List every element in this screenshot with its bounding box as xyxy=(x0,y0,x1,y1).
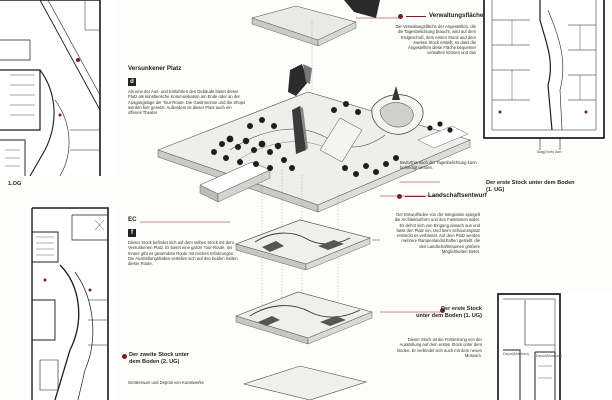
floor-plan-depot xyxy=(495,290,612,400)
zweite-ug-title-line2: dem Boden (2. UG) xyxy=(129,358,180,365)
verwaltung-title: Verwaltungsfläche xyxy=(429,12,484,19)
plan-room-caption: Drag(Vorh) Atm xyxy=(536,150,562,154)
marker-dot xyxy=(398,13,403,19)
erste-ug-title-line1: Der erste Stock xyxy=(440,306,482,312)
landschaft-text: Der Entwurfsidee von der Integration spi… xyxy=(394,212,480,255)
plan-label-1ug: Der erste Stock unter dem Boden (1. UG) xyxy=(486,180,606,193)
floor-plan-2ug xyxy=(30,205,116,400)
erste-ug-title-line2: unter dem Boden (1. UG) xyxy=(416,312,482,319)
depot-caption-a: Depot(Museum) xyxy=(503,352,529,356)
label-versunken: Versunkener Platz xyxy=(128,65,182,73)
label-zweite-ug xyxy=(122,354,127,359)
marker-line xyxy=(405,195,425,197)
zweite-ug-text: Geräteraum und Depots von Kunstwerks xyxy=(128,380,204,385)
label-ec: EC xyxy=(128,216,137,224)
verwaltung-text: Die Verwaltungsfläche der Angestellten, … xyxy=(395,24,476,56)
ec-badge: f xyxy=(128,229,136,237)
plan-label-1og: 1.OG xyxy=(8,181,22,187)
plan-label-1ug-line1: Der erste Stock unter dem Boden xyxy=(486,180,575,186)
erste-ug-text: Dieser Stock ist die Fortsetzung von der… xyxy=(397,337,482,358)
marker-dot xyxy=(440,308,445,313)
bodennis-text: Bedürfnis nach der Tagesbelichtung kann … xyxy=(400,160,477,171)
marker-dot xyxy=(122,354,127,359)
versunken-badge: d xyxy=(128,78,136,86)
label-verwaltung: Verwaltungsfläche xyxy=(398,12,484,20)
landschaft-title: Landschaftsentwurf xyxy=(428,192,487,199)
floor-plan-1ug xyxy=(482,0,606,150)
versunken-text: Als eine der Aus- und Einfahrten des Geb… xyxy=(128,89,246,116)
marker-dot xyxy=(397,193,402,199)
zweite-ug-title: Der zweite Stock unter dem Boden (2. UG) xyxy=(129,352,229,365)
label-erste-ug xyxy=(440,308,445,313)
marker-line xyxy=(406,15,426,17)
ec-text: Dieser Stock befindet sich auf dem selbe… xyxy=(128,240,238,267)
floor-plan-1og xyxy=(0,0,116,177)
erste-ug-title: Der erste Stock unter dem Boden (1. UG) xyxy=(412,306,482,319)
label-landschaft: Landschaftsentwurf xyxy=(397,192,487,200)
depot-caption-b: Depot(Museum) xyxy=(536,354,562,358)
site-model xyxy=(157,0,471,400)
ec-title: EC xyxy=(128,216,137,223)
plan-label-1ug-line2: (1. UG) xyxy=(486,186,505,193)
zweite-ug-title-line1: Der zweite Stock unter xyxy=(129,352,189,358)
versunken-title: Versunkener Platz xyxy=(128,65,182,72)
